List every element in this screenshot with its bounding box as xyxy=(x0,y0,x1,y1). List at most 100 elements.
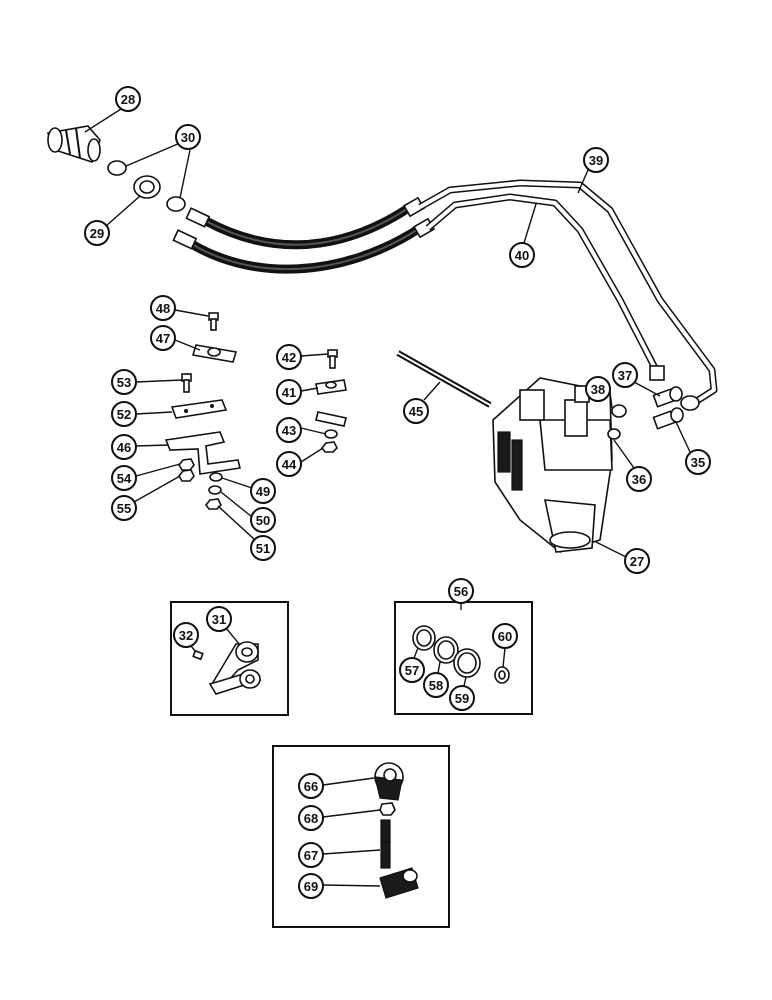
callout-circle xyxy=(399,657,425,683)
callout-label: 51 xyxy=(256,541,270,556)
callout-circle xyxy=(206,606,232,632)
callout-27: 27 xyxy=(624,548,650,574)
seal-kit xyxy=(412,625,510,684)
valve-fittings xyxy=(607,386,684,440)
callout-label: 52 xyxy=(117,407,131,422)
callout-circle xyxy=(111,495,137,521)
callout-circle xyxy=(509,242,535,268)
callout-circle xyxy=(84,220,110,246)
callout-circle xyxy=(111,434,137,460)
callout-label: 59 xyxy=(455,691,469,706)
inset-box-lever xyxy=(272,745,450,928)
tube-clamp-hardware xyxy=(315,349,347,453)
callout-circle xyxy=(612,362,638,388)
callout-circle xyxy=(585,376,611,402)
callout-label: 46 xyxy=(117,440,131,455)
callout-circle xyxy=(111,465,137,491)
callout-label: 36 xyxy=(632,472,646,487)
callout-69: 69 xyxy=(298,873,324,899)
callout-circle xyxy=(173,622,199,648)
callout-circle xyxy=(276,344,302,370)
callout-circle xyxy=(115,86,141,112)
callout-circle xyxy=(492,623,518,649)
callout-circle xyxy=(298,873,324,899)
callout-label: 38 xyxy=(591,382,605,397)
callout-circle xyxy=(175,124,201,150)
control-valve xyxy=(492,377,613,553)
callout-52: 52 xyxy=(111,401,137,427)
callout-50: 50 xyxy=(250,507,276,533)
callout-label: 47 xyxy=(156,331,170,346)
callout-44: 44 xyxy=(276,451,302,477)
callout-label: 57 xyxy=(405,663,419,678)
callout-label: 44 xyxy=(282,457,297,472)
callout-circle xyxy=(111,369,137,395)
callout-label: 32 xyxy=(179,628,193,643)
callout-58: 58 xyxy=(423,672,449,698)
callout-circle xyxy=(403,398,429,424)
callout-32: 32 xyxy=(173,622,199,648)
callout-42: 42 xyxy=(276,344,302,370)
callout-46: 46 xyxy=(111,434,137,460)
steel-tubes xyxy=(418,179,718,411)
callout-label: 53 xyxy=(117,375,131,390)
callout-label: 28 xyxy=(121,92,135,107)
bracket-hardware xyxy=(164,312,241,510)
callout-circle xyxy=(276,417,302,443)
callout-circle xyxy=(111,401,137,427)
callout-label: 35 xyxy=(691,455,705,470)
callout-label: 58 xyxy=(429,678,443,693)
callout-41: 41 xyxy=(276,379,302,405)
callout-label: 39 xyxy=(589,153,603,168)
callout-label: 49 xyxy=(256,484,270,499)
callout-label: 60 xyxy=(498,629,512,644)
callout-39: 39 xyxy=(583,147,609,173)
callout-label: 48 xyxy=(156,301,170,316)
callout-circle xyxy=(423,672,449,698)
callout-label: 68 xyxy=(304,811,318,826)
callout-label: 66 xyxy=(304,779,318,794)
callout-40: 40 xyxy=(509,242,535,268)
callout-circle xyxy=(298,842,324,868)
callout-circle xyxy=(298,805,324,831)
pedal-assembly xyxy=(192,641,262,695)
leader-lines xyxy=(84,108,691,887)
callout-label: 50 xyxy=(256,513,270,528)
callout-circle xyxy=(685,449,711,475)
callout-label: 55 xyxy=(117,501,131,516)
dust-seal-inner xyxy=(139,180,155,194)
callout-circle xyxy=(276,451,302,477)
lever-assembly xyxy=(374,762,419,899)
callout-53: 53 xyxy=(111,369,137,395)
callout-66: 66 xyxy=(298,773,324,799)
callout-55: 55 xyxy=(111,495,137,521)
callout-29: 29 xyxy=(84,220,110,246)
callout-label: 31 xyxy=(212,612,226,627)
callout-circle xyxy=(150,295,176,321)
callout-circle xyxy=(150,325,176,351)
callout-label: 54 xyxy=(117,471,132,486)
quick-coupler xyxy=(46,125,101,163)
callout-circle xyxy=(448,578,474,604)
callout-30: 30 xyxy=(175,124,201,150)
callout-label: 29 xyxy=(90,226,104,241)
callout-47: 47 xyxy=(150,325,176,351)
callout-37: 37 xyxy=(612,362,638,388)
callout-label: 69 xyxy=(304,879,318,894)
callout-circle xyxy=(583,147,609,173)
callout-label: 37 xyxy=(618,368,632,383)
callout-51: 51 xyxy=(250,535,276,561)
callout-31: 31 xyxy=(206,606,232,632)
callout-label: 45 xyxy=(409,404,423,419)
callout-label: 30 xyxy=(181,130,195,145)
callout-67: 67 xyxy=(298,842,324,868)
seal-ring xyxy=(166,196,186,212)
callout-label: 43 xyxy=(282,423,296,438)
callout-label: 41 xyxy=(282,385,296,400)
callout-54: 54 xyxy=(111,465,137,491)
callout-circle xyxy=(250,478,276,504)
callout-49: 49 xyxy=(250,478,276,504)
callout-circle xyxy=(250,535,276,561)
callout-60: 60 xyxy=(492,623,518,649)
